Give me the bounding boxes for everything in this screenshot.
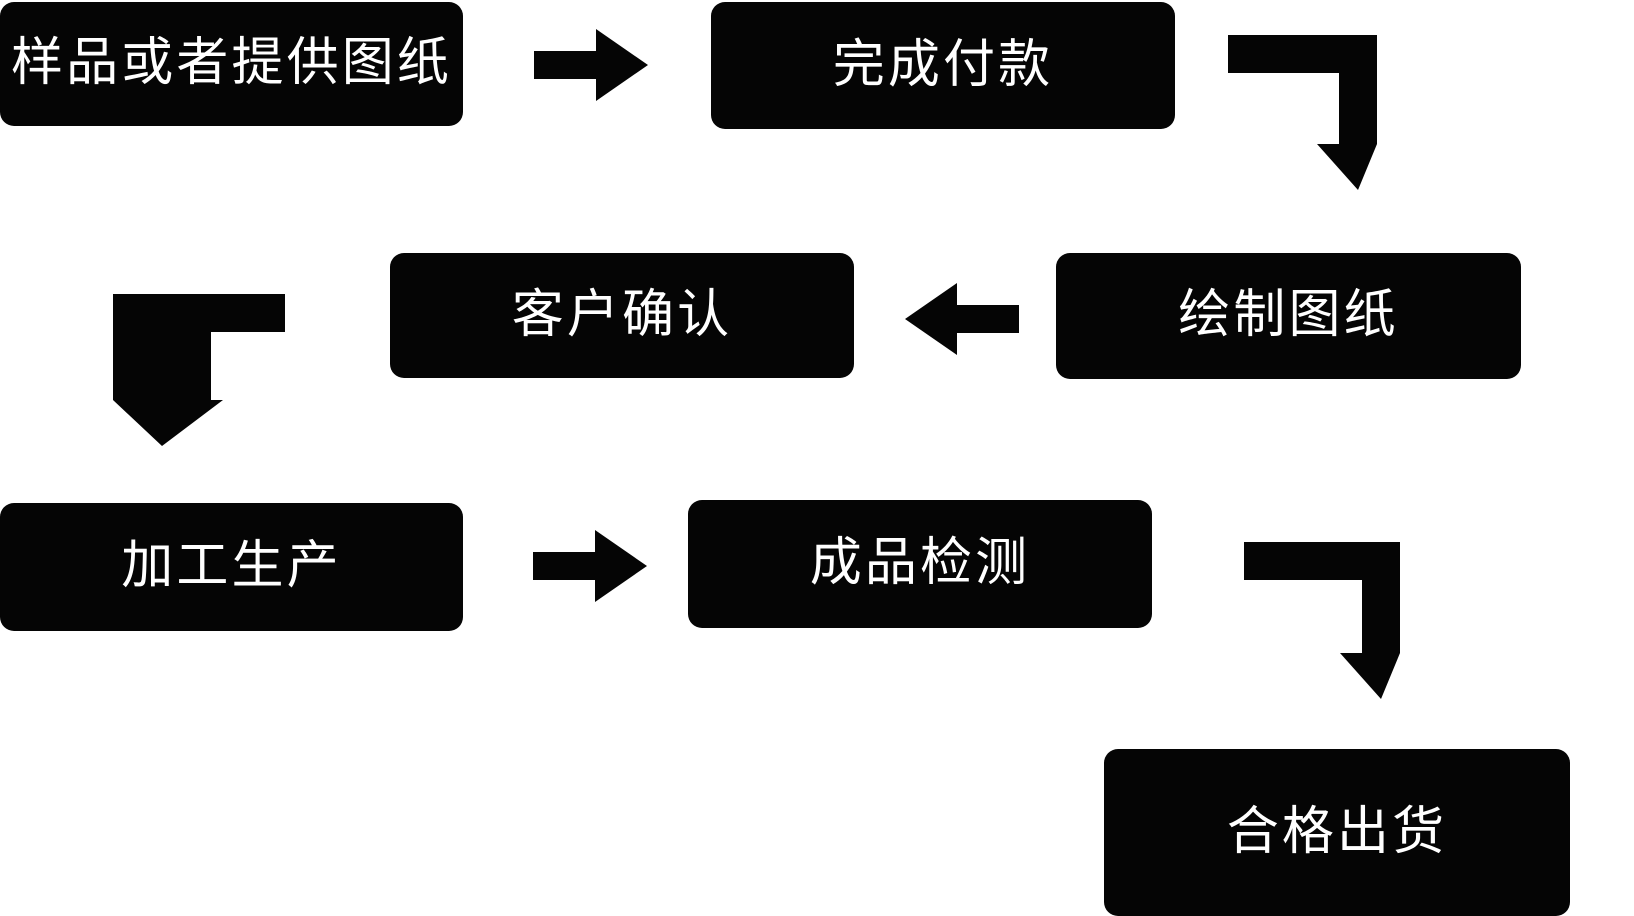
- elbow-arrow-right-down-icon: [1228, 35, 1377, 190]
- elbow-arrow-right-down-icon: [1244, 542, 1400, 699]
- flow-node-customer-confirm[interactable]: 客户确认: [390, 253, 854, 378]
- flow-node-label: 成品检测: [809, 534, 1031, 593]
- arrow-left-icon: [905, 283, 1019, 355]
- flow-node-draw-blueprint[interactable]: 绘制图纸: [1056, 253, 1521, 379]
- arrow-right-icon: [534, 29, 648, 101]
- flow-node-label: 加工生产: [121, 537, 342, 596]
- arrow-right-icon: [533, 530, 647, 602]
- flow-node-label: 合格出货: [1226, 802, 1448, 861]
- flow-node-processing-production[interactable]: 加工生产: [0, 503, 463, 631]
- flow-node-label: 完成付款: [832, 35, 1054, 94]
- flow-node-finished-product-inspection[interactable]: 成品检测: [688, 500, 1152, 628]
- flow-node-complete-payment[interactable]: 完成付款: [711, 2, 1175, 129]
- elbow-arrow-left-down-icon: [113, 294, 285, 446]
- flow-node-qualified-shipment[interactable]: 合格出货: [1104, 749, 1570, 916]
- flow-node-label: 客户确认: [511, 285, 733, 344]
- flow-node-label: 绘制图纸: [1178, 286, 1399, 345]
- flow-node-label: 样品或者提供图纸: [11, 34, 452, 93]
- flow-node-sample-or-drawing[interactable]: 样品或者提供图纸: [0, 2, 463, 126]
